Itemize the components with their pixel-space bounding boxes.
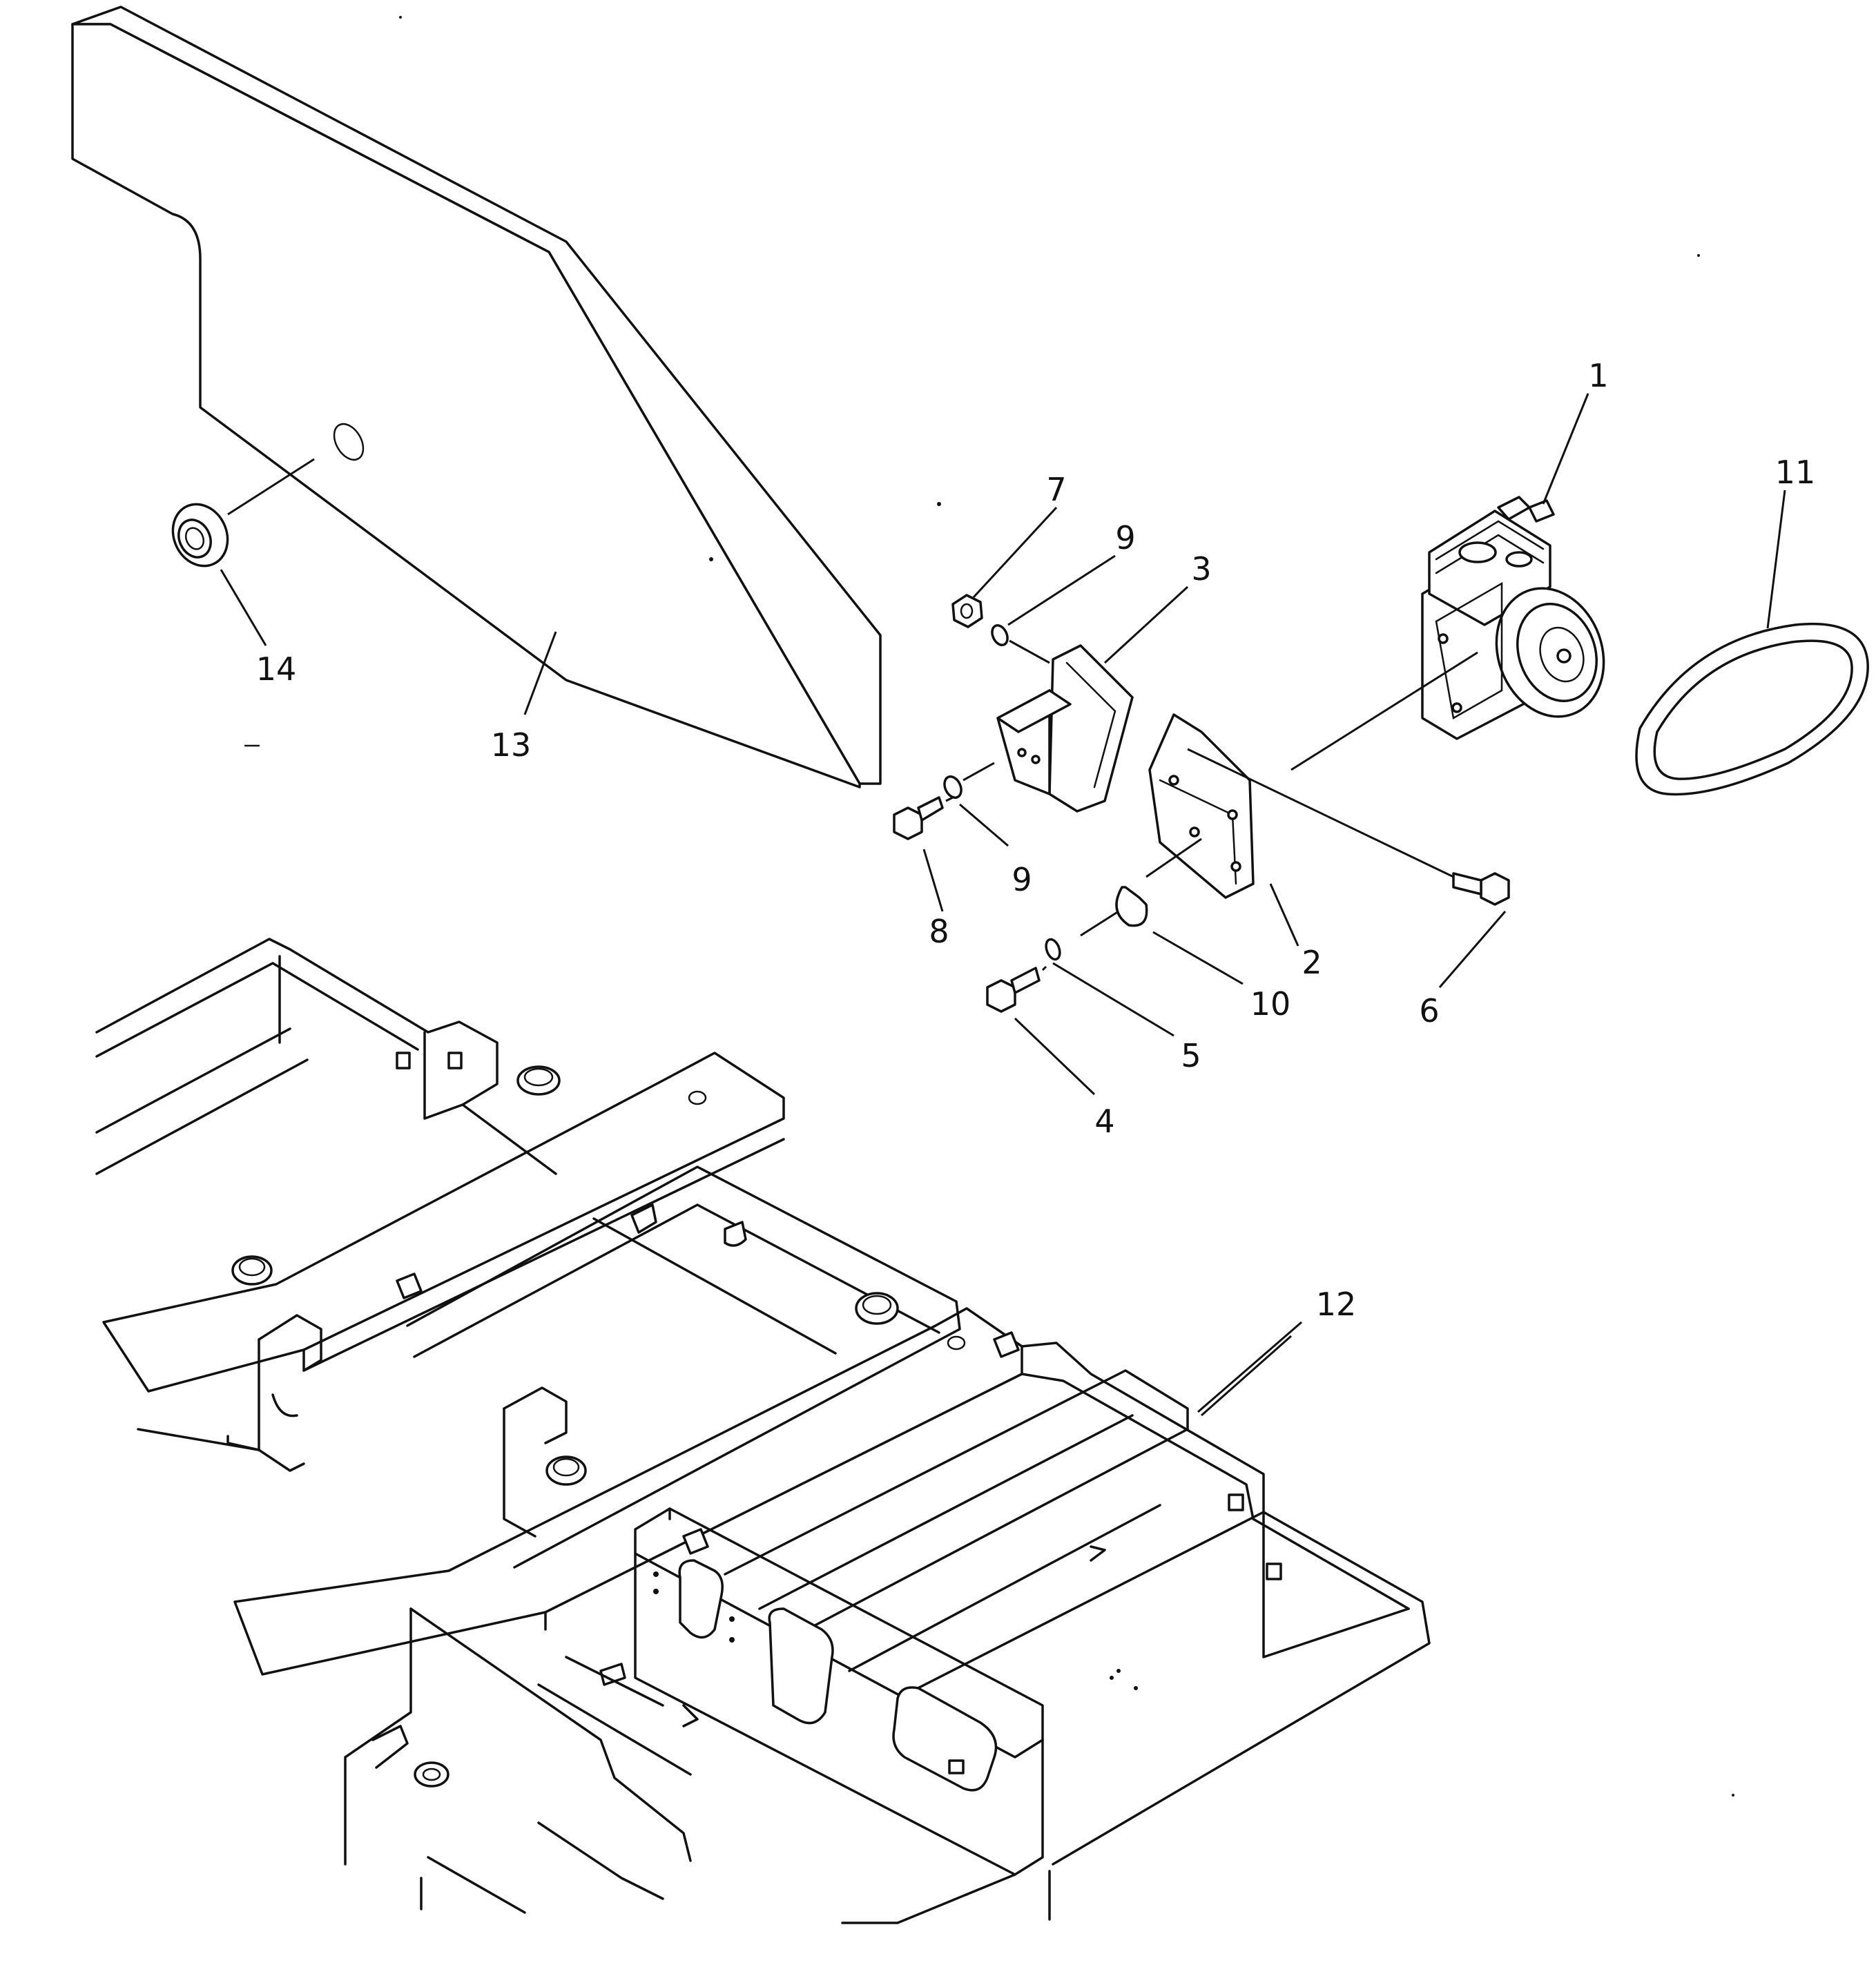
washer-lower-part <box>943 762 995 799</box>
callout-9-lower: 9 <box>1012 861 1032 898</box>
cover-panel-part <box>71 6 882 788</box>
callout-14: 14 <box>256 650 297 688</box>
compressor-part <box>1290 496 1605 771</box>
callout-2: 2 <box>1302 944 1322 981</box>
nut-part <box>951 594 983 628</box>
mounting-plate-part <box>1145 713 1454 899</box>
callout-1: 1 <box>1588 357 1608 394</box>
callout-6: 6 <box>1419 992 1439 1029</box>
v-belt-part <box>1635 622 1869 796</box>
leader-lines <box>220 393 1786 1413</box>
bolt-6-part <box>1452 872 1510 906</box>
clamp-part <box>1080 886 1148 937</box>
callout-11: 11 <box>1775 454 1816 491</box>
callout-3: 3 <box>1191 550 1211 588</box>
washer-upper-part <box>991 624 1050 664</box>
callout-4: 4 <box>1094 1103 1114 1140</box>
frame-part <box>95 938 1431 1924</box>
callout-7: 7 <box>1046 471 1066 508</box>
bolt-4-part <box>986 965 1047 1013</box>
scan-specks <box>244 16 1734 1797</box>
callout-numbers: 1 2 3 4 5 6 7 8 9 9 10 11 12 13 14 <box>256 357 1816 1323</box>
spring-washer-part <box>1045 938 1061 961</box>
callout-9-upper: 9 <box>1115 519 1135 556</box>
grommet-part <box>171 503 229 568</box>
bracket-part <box>996 644 1134 813</box>
callout-10: 10 <box>1250 985 1291 1023</box>
callout-8: 8 <box>929 913 949 950</box>
bolt-8-part <box>893 796 954 840</box>
callout-12: 12 <box>1316 1286 1357 1323</box>
callout-13: 13 <box>491 726 532 764</box>
callout-5: 5 <box>1181 1037 1201 1074</box>
